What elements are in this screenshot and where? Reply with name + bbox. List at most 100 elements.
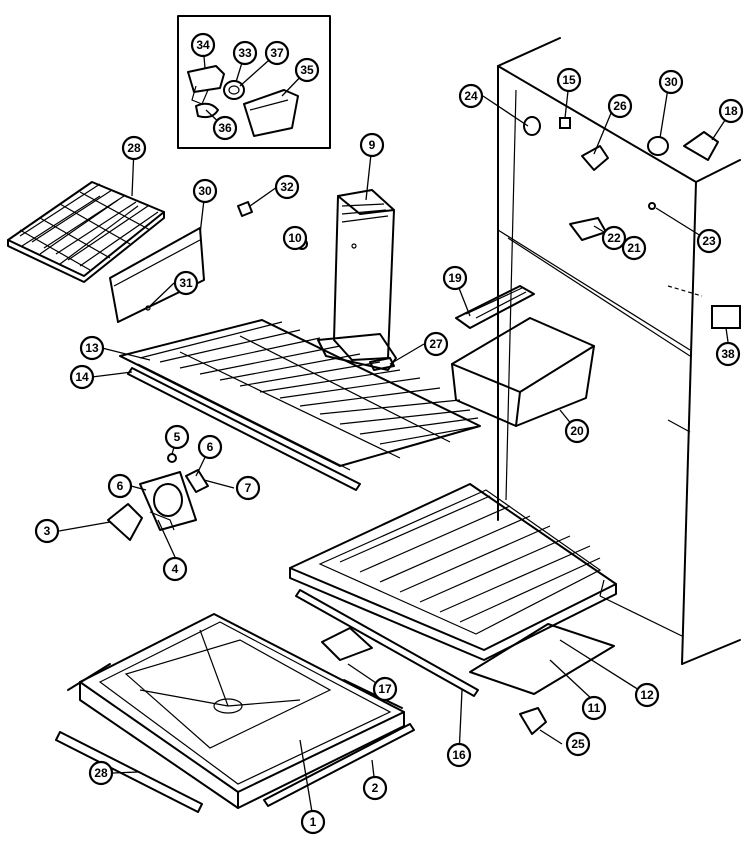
callout-label: 16 xyxy=(452,748,466,762)
callout-10: 10 xyxy=(282,225,308,251)
callout-label: 21 xyxy=(627,241,641,255)
callout-37: 37 xyxy=(264,40,290,66)
callout-31: 31 xyxy=(173,270,199,296)
callout-36: 36 xyxy=(212,115,238,141)
air-duct-9 xyxy=(317,189,397,371)
callout-7: 7 xyxy=(235,475,261,501)
callout-label: 33 xyxy=(238,46,252,60)
control-parts xyxy=(523,116,741,329)
callout-label: 27 xyxy=(429,337,443,351)
callout-label: 28 xyxy=(94,766,108,780)
callout-label: 37 xyxy=(270,46,284,60)
callout-label: 31 xyxy=(179,276,193,290)
ice-bin-20 xyxy=(451,317,595,427)
callout-label: 28 xyxy=(127,141,141,155)
callout-label: 18 xyxy=(724,104,738,118)
inset-parts-box xyxy=(177,15,331,149)
callout-16: 16 xyxy=(446,742,472,768)
clip-27 xyxy=(369,357,395,371)
callout-6-left: 6 xyxy=(107,473,133,499)
callout-28-top: 28 xyxy=(121,135,147,161)
callout-label: 4 xyxy=(172,562,179,576)
callout-label: 7 xyxy=(245,481,252,495)
callout-32: 32 xyxy=(274,174,300,200)
callout-label: 3 xyxy=(44,524,51,538)
rail-2 xyxy=(263,723,415,807)
callout-17: 17 xyxy=(372,676,398,702)
callout-label: 32 xyxy=(280,180,294,194)
clip-32 xyxy=(237,201,253,217)
cover-panel-30 xyxy=(109,227,205,323)
callout-5: 5 xyxy=(164,424,190,450)
callout-4: 4 xyxy=(162,556,188,582)
callout-26: 26 xyxy=(607,93,633,119)
ice-tray-19 xyxy=(455,285,535,329)
callout-label: 13 xyxy=(85,341,99,355)
callout-label: 17 xyxy=(378,682,392,696)
callout-label: 35 xyxy=(300,63,314,77)
crisper-cover-12 xyxy=(289,483,617,661)
callout-2: 2 xyxy=(362,775,388,801)
clip-25 xyxy=(519,707,547,735)
callout-14: 14 xyxy=(69,364,95,390)
callout-1: 1 xyxy=(300,809,326,835)
callout-22: 22 xyxy=(601,225,627,251)
rail-17 xyxy=(343,679,403,709)
rail-14 xyxy=(127,367,361,491)
callout-label: 9 xyxy=(369,138,376,152)
callout-35: 35 xyxy=(294,57,320,83)
callout-28-bottom: 28 xyxy=(88,760,114,786)
refrigerator-cabinet xyxy=(497,37,741,665)
wire-shelf-13 xyxy=(119,319,481,471)
callout-label: 25 xyxy=(571,737,585,751)
callout-24: 24 xyxy=(458,83,484,109)
callout-30-right: 30 xyxy=(658,69,684,95)
callout-label: 11 xyxy=(588,701,601,715)
callout-label: 34 xyxy=(196,38,210,52)
glass-panels-11 xyxy=(321,623,615,695)
callout-9: 9 xyxy=(359,132,385,158)
callout-19: 19 xyxy=(442,265,468,291)
callout-25: 25 xyxy=(565,731,591,757)
callout-label: 10 xyxy=(288,231,302,245)
callout-label: 15 xyxy=(562,73,576,87)
callout-33: 33 xyxy=(232,40,258,66)
callout-12: 12 xyxy=(634,682,660,708)
callout-34: 34 xyxy=(190,32,216,58)
callout-label: 30 xyxy=(198,184,212,198)
callout-label: 38 xyxy=(721,347,735,361)
callout-label: 22 xyxy=(607,231,621,245)
callout-label: 20 xyxy=(570,424,584,438)
callout-3: 3 xyxy=(34,518,60,544)
callout-label: 12 xyxy=(640,688,654,702)
callout-18: 18 xyxy=(718,98,744,124)
callout-label: 2 xyxy=(372,781,379,795)
leader-lines xyxy=(58,44,732,819)
callout-38: 38 xyxy=(715,341,741,367)
callout-label: 1 xyxy=(310,815,317,829)
callout-label: 36 xyxy=(218,121,232,135)
callout-label: 30 xyxy=(664,75,678,89)
callout-label: 26 xyxy=(613,99,627,113)
callout-label: 24 xyxy=(464,89,478,103)
rail-28 xyxy=(55,731,203,813)
callout-20: 20 xyxy=(564,418,590,444)
callout-15: 15 xyxy=(556,67,582,93)
callout-label: 14 xyxy=(75,370,89,384)
callout-23: 23 xyxy=(696,228,722,254)
callout-label: 6 xyxy=(117,479,124,493)
callout-30-left: 30 xyxy=(192,178,218,204)
rail-left xyxy=(67,663,111,691)
callout-21: 21 xyxy=(621,235,647,261)
rail-16 xyxy=(295,589,479,697)
wire-shelf-28 xyxy=(7,181,165,283)
callout-label: 19 xyxy=(448,271,462,285)
callout-13: 13 xyxy=(79,335,105,361)
callout-label: 6 xyxy=(207,440,214,454)
callout-27: 27 xyxy=(423,331,449,357)
callout-6-right: 6 xyxy=(197,434,223,460)
fan-assembly xyxy=(107,453,209,541)
crisper-pan-1 xyxy=(79,613,405,809)
callout-label: 5 xyxy=(174,430,181,444)
